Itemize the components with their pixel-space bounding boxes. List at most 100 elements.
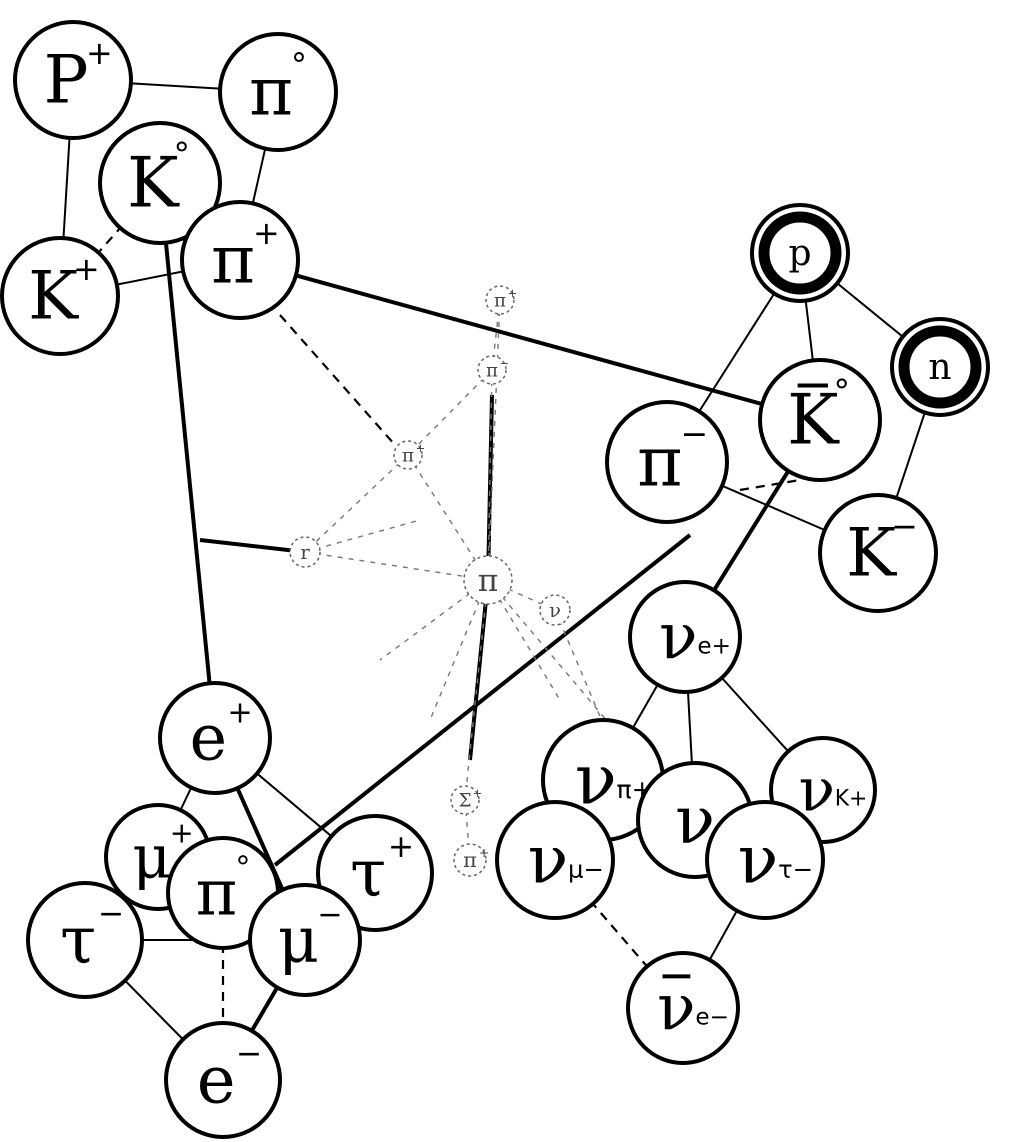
node-label: K [127,143,180,223]
node-label: ν [528,821,569,899]
node-label: π [637,422,682,502]
faint-edge-f_mid_upper-f_left_mid [407,369,493,456]
node-superscript: ° [235,851,250,886]
faint-node-label: π [402,445,414,466]
edge-nu_e_plus-nu_k_plus [718,674,792,756]
node-superscript: − [236,1036,262,1072]
edge-k0-e_plus [163,238,212,688]
node-label: π [196,856,238,930]
faint-node-superscript: − [500,357,509,370]
node-label: n [928,347,951,388]
node-n-bar: n [890,317,990,417]
edge-p_plus-pi0_top [126,82,225,90]
node-label: ν [659,600,697,674]
edge-tau_minus-e_minus [121,977,187,1043]
faint-node-f-right: ν [539,594,571,626]
node-superscript: − [317,898,342,933]
node-pi0-bottom: π° [166,836,280,950]
node-e-plus: e+ [158,681,272,795]
node-superscript: e+ [697,634,731,660]
faint-edge-f_top-f_center [487,299,501,581]
node-pi-plus: π+ [180,200,300,320]
faint-node-f-bottom-b: π+ [453,843,490,877]
edge-k_plus-pi_plus [112,269,188,287]
node-superscript: + [86,34,113,72]
edge-k0_bar-nu_e_plus [710,466,793,595]
node-pi-minus: π− [605,400,729,524]
node-label: e [197,1042,236,1118]
edge-k0-k_plus [94,224,124,257]
node-pi0-top: π° [218,32,338,152]
node-superscript: + [253,214,280,252]
faint-node-label: ν [549,599,561,622]
faint-node-superscript: + [508,287,517,300]
node-superscript: e− [695,1005,729,1031]
edge-pi_minus-k_minus [718,483,829,533]
node-superscript: ° [291,46,307,84]
node-superscript: ° [174,135,191,174]
edge-extra-1 [199,538,306,554]
node-e-minus: e− [164,1021,282,1139]
node-label: ν [799,755,835,825]
node-label: π [249,53,293,131]
node-label: ν [657,971,695,1045]
faint-node-f-left: r [289,536,321,568]
node-label: K [28,257,79,335]
node-k0-bar: K° [758,358,882,482]
faint-node-f-center: π [463,555,513,605]
faint-node-f-bottom-a: Σ+ [450,785,482,815]
node-label: p [788,233,811,274]
faint-node-f-mid-upper: π− [477,355,509,385]
node-k0: K° [98,121,222,245]
faint-edge-f_center-f_bottom_a [464,579,489,801]
faint-node-label: r [300,541,310,564]
faint-node-f-top: π+ [485,285,517,315]
faint-node-superscript: + [416,442,425,455]
node-superscript: + [170,815,194,849]
faint-node-label: π [478,563,499,599]
edge-p_bar-pi_minus [696,289,778,416]
node-label: P [44,41,89,119]
node-p-bar: p [750,203,850,303]
edge-n_bar-k_minus [894,408,928,503]
node-superscript: + [227,696,252,731]
node-superscript: − [98,896,124,932]
edge-nu_left-nu_e_bar [589,900,651,971]
faint-edge-extra-4 [304,519,421,553]
faint-edge-f_mid_upper-f_center [487,369,493,581]
node-k-minus: K− [818,493,938,613]
node-label: τ [60,902,96,978]
faint-node-label: π [494,290,506,311]
node-superscript: ° [834,372,851,411]
node-mu-minus: μ− [248,883,362,997]
edge-extra-4 [279,314,396,446]
node-label: π [211,221,255,299]
faint-node-superscript: + [473,787,482,800]
faint-node-label: π [463,848,477,872]
node-label: K [787,380,840,460]
faint-node-label: π [486,360,498,381]
node-superscript: − [681,414,709,453]
node-superscript: τ− [778,854,813,883]
node-label: K [846,514,897,592]
faint-edge-extra-5 [554,609,611,741]
node-superscript: μ− [568,854,604,883]
faint-node-label: Σ [459,790,472,811]
node-superscript: + [388,829,414,865]
edge-extra-0 [273,533,692,867]
faint-node-f-left-mid: π+ [393,440,425,470]
node-k-plus: K+ [0,236,120,356]
node-superscript: − [891,507,918,545]
edge-nu_e_plus-nu_center [686,687,694,768]
faint-edge-extra-2 [429,579,489,721]
faint-edge-f_left_mid-f_left [304,454,409,553]
edge-extra-5 [739,478,801,492]
node-label: μ [132,822,171,892]
